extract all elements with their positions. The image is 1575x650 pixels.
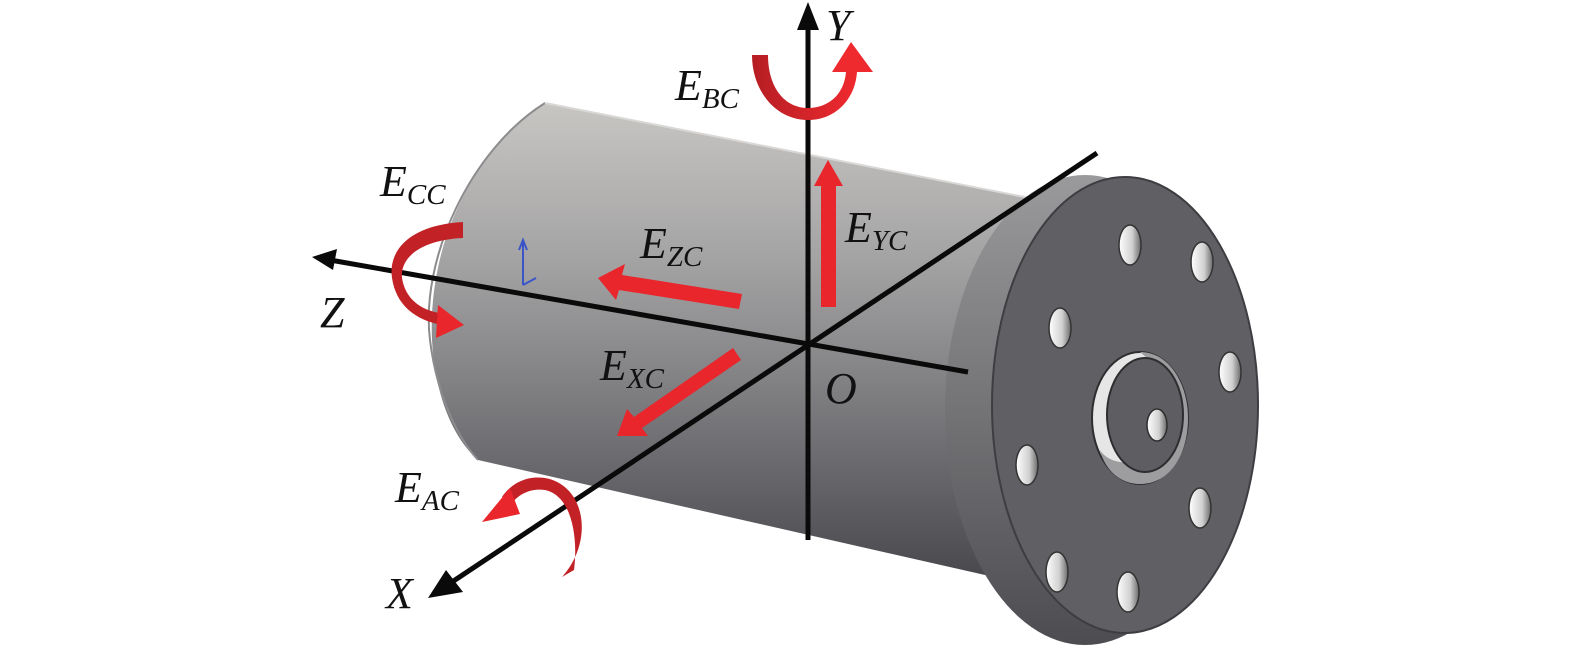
flange: [945, 175, 1259, 645]
origin-label: O: [825, 364, 857, 413]
center-hole: [1146, 408, 1168, 442]
ezc-label: EZC: [639, 219, 703, 273]
ezc-arrow: [598, 264, 742, 309]
y-axis-arrowhead: [797, 2, 819, 30]
bolt-hole: [1118, 224, 1142, 266]
bolt-hole: [1190, 241, 1214, 283]
z-axis-label: Z: [320, 288, 345, 337]
labels: Y Z X O EBC ECC EZC EYC EXC EAC: [320, 1, 908, 618]
eyc-label: EYC: [844, 203, 908, 257]
z-axis-arrowhead: [312, 249, 337, 270]
eyc-arrow: [814, 160, 843, 307]
cylinder-top-edge: [544, 102, 1041, 201]
ebc-rotation-arrow: [752, 42, 873, 120]
x-axis-arrowhead: [428, 570, 463, 598]
ebc-label: EBC: [674, 61, 740, 115]
bolt-hole: [1048, 307, 1072, 349]
z-axis: [329, 257, 969, 375]
bolt-hole: [1218, 351, 1242, 393]
ecc-rotation-arrow: [391, 222, 464, 338]
bolt-hole: [1116, 571, 1140, 613]
center-bore: [1091, 351, 1189, 485]
cylinder-side: [431, 103, 1040, 575]
spindle-body: [427, 102, 1041, 575]
y-axis-label: Y: [826, 1, 855, 50]
eac-label: EAC: [394, 463, 460, 517]
eac-rotation-arrow: [482, 477, 582, 577]
shaft-end: [1106, 357, 1184, 473]
exc-label: EXC: [599, 341, 665, 395]
linear-error-arrows: [598, 160, 843, 436]
bolt-hole: [1015, 444, 1039, 486]
x-axis: [450, 150, 1099, 585]
bolt-holes: [1015, 224, 1242, 613]
rotational-error-arrows: [391, 42, 873, 577]
ecc-label: ECC: [379, 157, 446, 211]
bolt-hole: [1045, 551, 1069, 593]
bolt-hole: [1188, 487, 1212, 529]
x-axis-label: X: [384, 569, 415, 618]
coordinate-triad-icon: [518, 237, 537, 286]
exc-arrow: [617, 348, 741, 436]
